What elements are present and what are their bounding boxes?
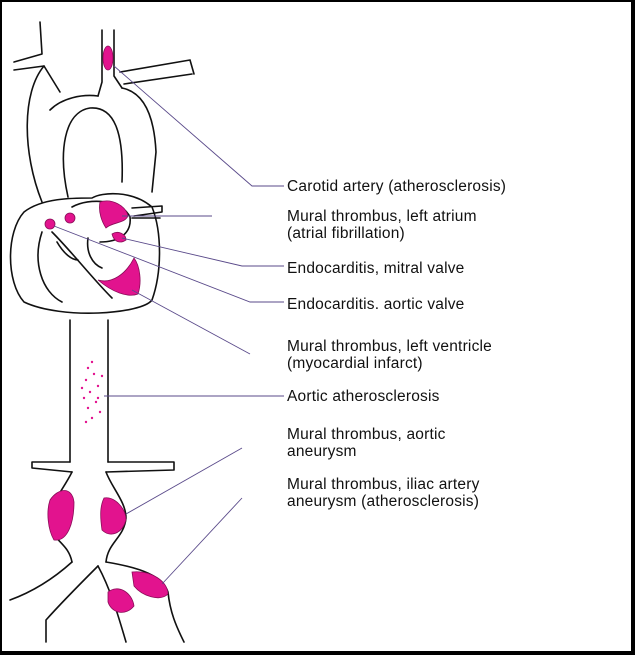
aortic-athero-speckle: [80, 360, 104, 424]
ventricle-septum: [37, 231, 113, 303]
leader-left-ventricle: [131, 289, 251, 355]
label-aortic-valve: Endocarditis. aortic valve: [287, 296, 465, 313]
label-left-ventricle: Mural thrombus, left ventricle(myocardia…: [287, 338, 492, 372]
iliac-left: [9, 561, 99, 643]
left-carotid-branch: [13, 21, 61, 93]
label-carotid: Carotid artery (atherosclerosis): [287, 178, 506, 195]
label-aortic-valve-line: Endocarditis. aortic valve: [287, 296, 465, 313]
label-aortic-aneurysm-line: Mural thrombus, aortic: [287, 426, 446, 443]
inner-arch: [62, 107, 124, 198]
label-aortic-aneurysm-line: aneurysm: [287, 443, 357, 460]
label-iliac-line: Mural thrombus, iliac artery: [287, 476, 480, 493]
label-aortic-athero: Aortic atherosclerosis: [287, 388, 440, 405]
aortic-aneurysm-thrombus-right: [100, 497, 127, 535]
left-atrium-thrombus: [99, 200, 129, 229]
renal-branch-left: [31, 461, 73, 473]
label-mitral-line: Endocarditis, mitral valve: [287, 260, 465, 277]
label-left-atrium-line: Mural thrombus, left atrium: [287, 208, 477, 225]
label-left-ventricle-line: (myocardial infarct): [287, 355, 423, 372]
aortic-arch: [26, 65, 157, 203]
heart-outline: [9, 192, 161, 314]
label-left-ventricle-line: Mural thrombus, left ventricle: [287, 338, 492, 355]
right-carotid-branch: [97, 29, 123, 97]
label-mitral: Endocarditis, mitral valve: [287, 260, 465, 277]
subclavian-branch: [119, 59, 195, 85]
label-iliac-line: aneurysm (atherosclerosis): [287, 493, 480, 510]
leader-mitral: [121, 237, 284, 267]
leader-aortic-aneurysm: [125, 447, 243, 515]
iliac-thrombus-right: [131, 571, 169, 599]
label-left-atrium: Mural thrombus, left atrium(atrial fibri…: [287, 208, 477, 242]
left-ventricle-thrombus: [97, 257, 141, 296]
pulmonary-veins: [131, 205, 163, 219]
aortic-aneurysm-thrombus-left: [47, 490, 75, 541]
iliac-thrombus-left: [107, 588, 135, 613]
atrium-lesion-small: [111, 232, 127, 243]
leader-carotid: [113, 65, 284, 187]
descending-aorta: [69, 319, 109, 463]
renal-branch-right: [105, 461, 175, 473]
leader-aortic-valve: [53, 225, 284, 303]
label-carotid-line: Carotid artery (atherosclerosis): [287, 178, 507, 195]
aortic-valve-lesion: [44, 218, 56, 230]
label-left-atrium-line: (atrial fibrillation): [287, 225, 405, 242]
leader-iliac: [161, 497, 243, 585]
mitral-lesion: [64, 212, 76, 224]
valve-leaflets: [56, 237, 103, 269]
carotid-lesion: [102, 45, 114, 71]
label-aortic-athero-line: Aortic atherosclerosis: [287, 388, 440, 405]
